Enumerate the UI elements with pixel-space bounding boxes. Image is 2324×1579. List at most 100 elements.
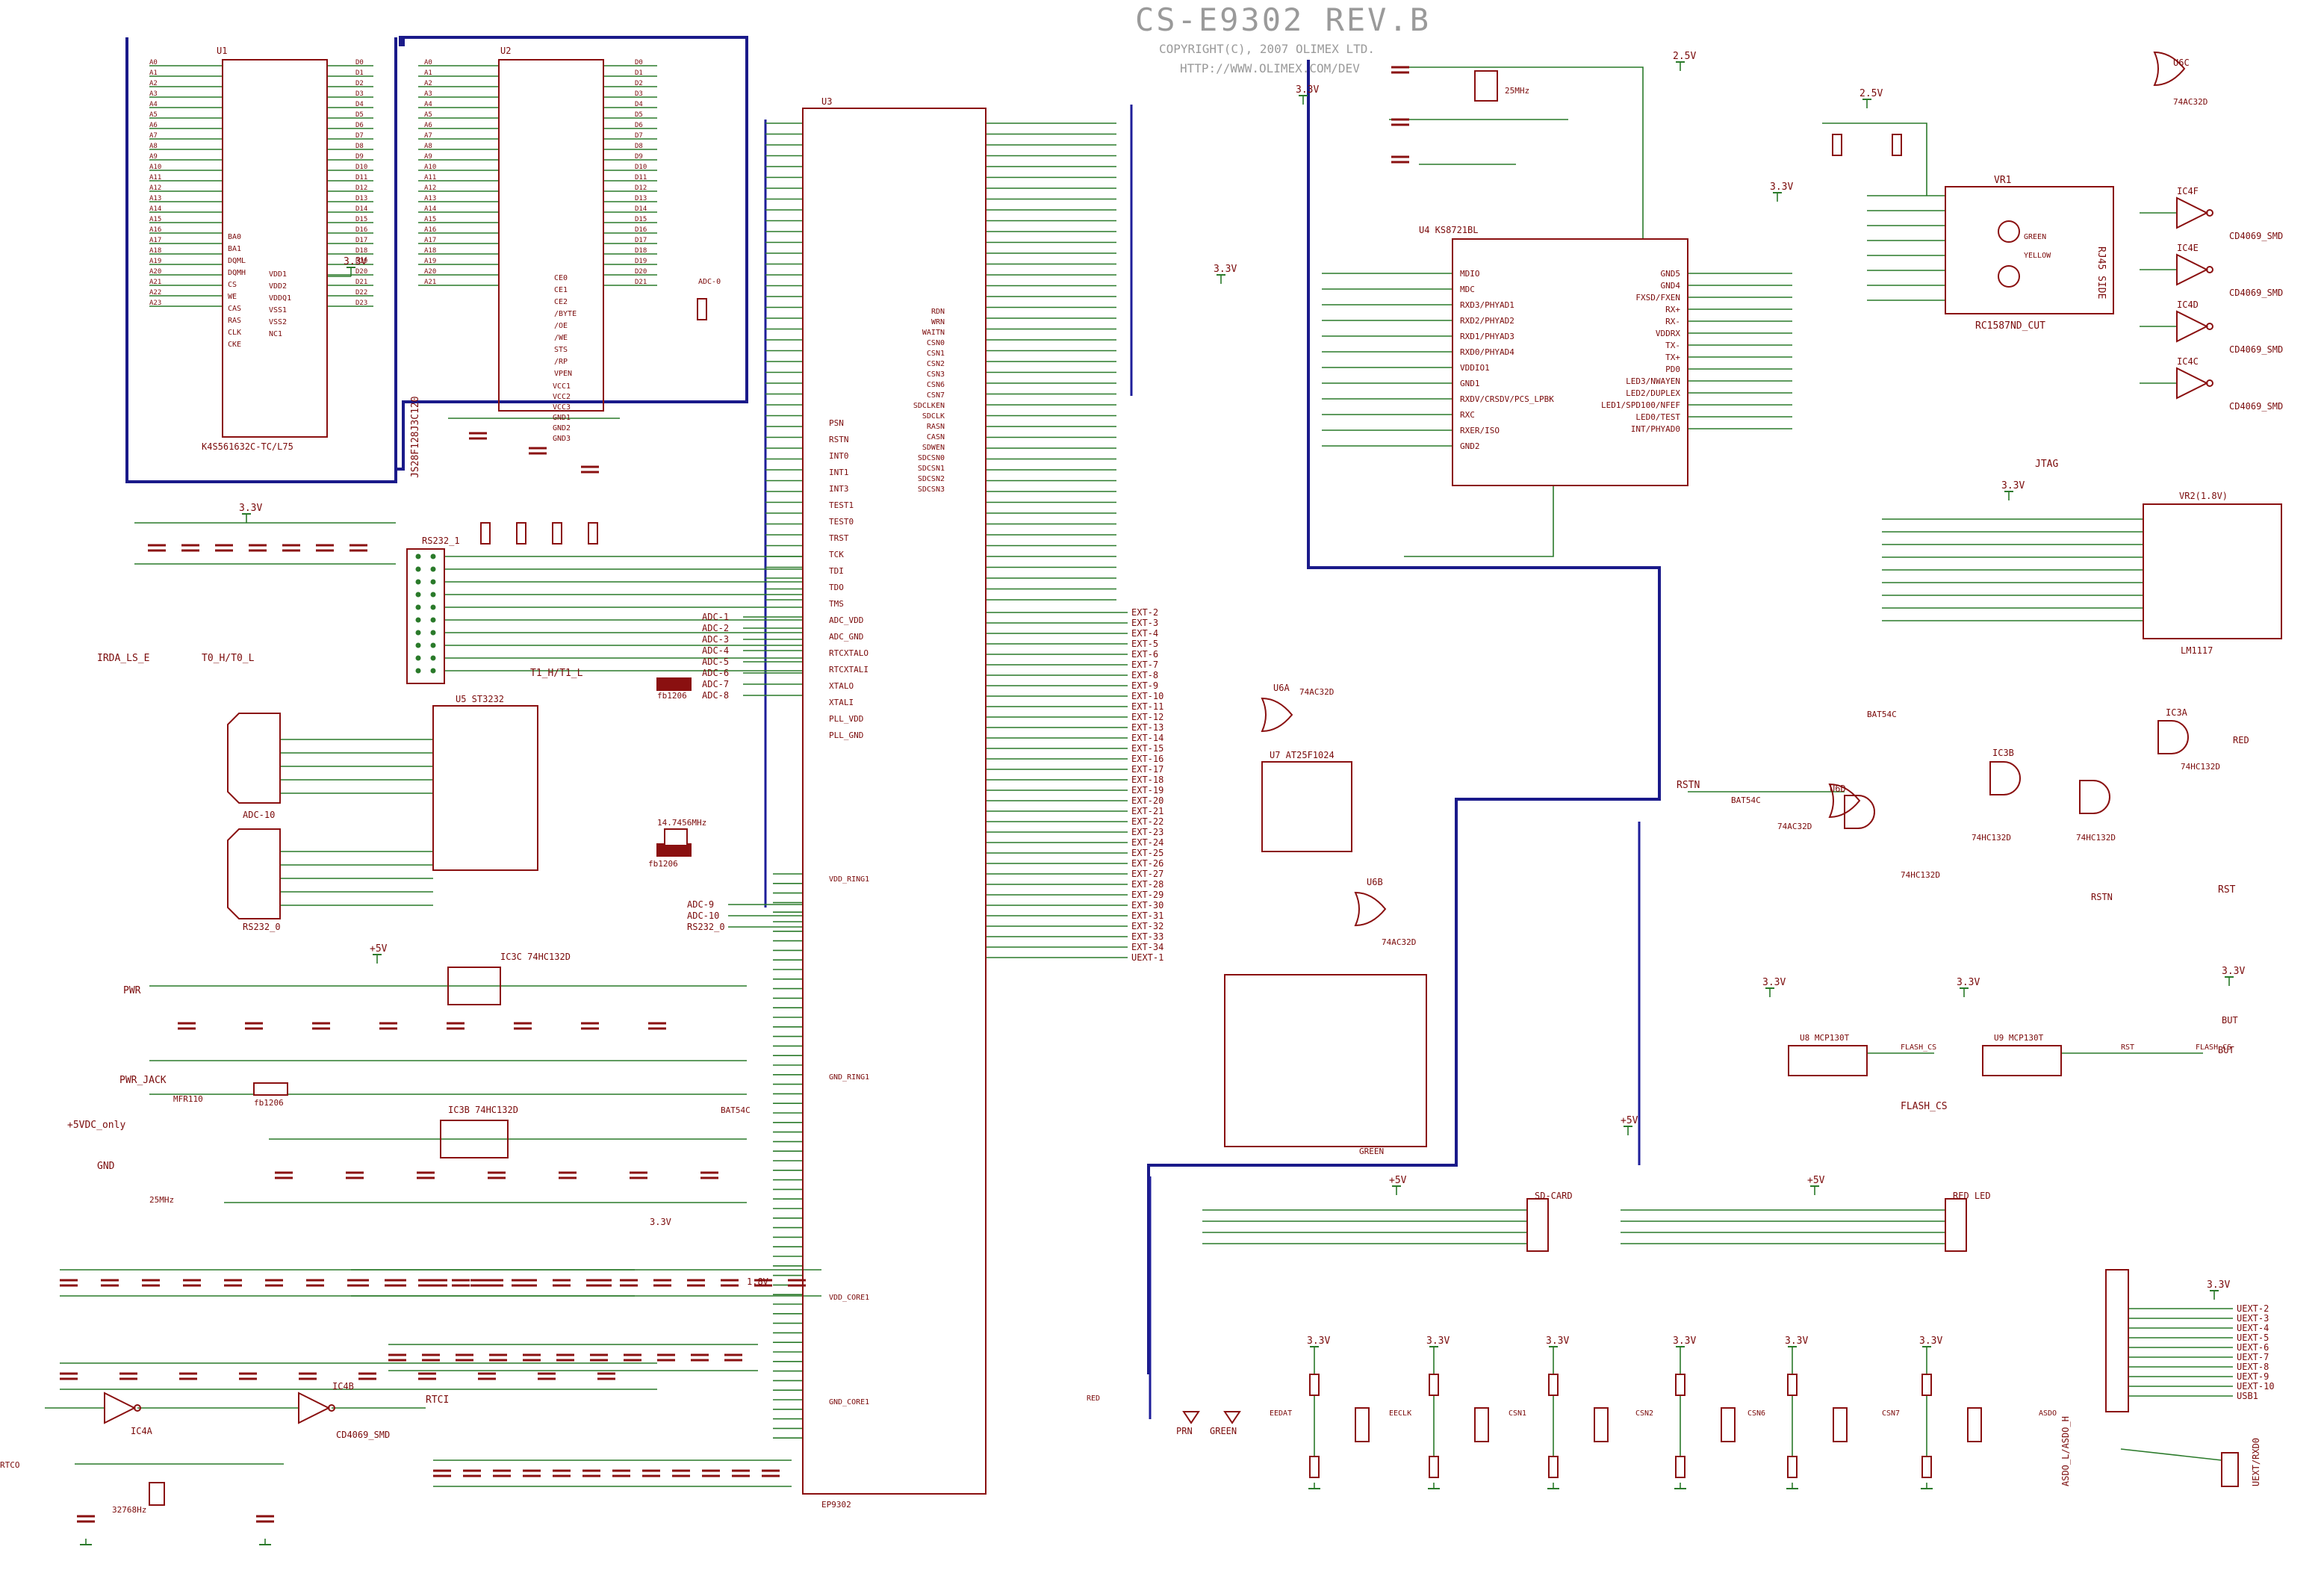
net-label: FLASH_CS — [1901, 1043, 1936, 1052]
part-value: CD4069_SMD — [2229, 231, 2283, 241]
phy-pin: RXD3/PHYAD1 — [1460, 300, 1514, 310]
junction-dot — [430, 630, 436, 636]
net-label: PWR — [123, 985, 141, 996]
red-led-icon — [1182, 1411, 1200, 1424]
pin-name: A4 — [149, 101, 158, 108]
part-value: fb1206 — [648, 859, 678, 869]
nand-ic3b — [1989, 761, 2021, 795]
ext-label: EXT-6 — [1131, 649, 1158, 660]
jack-label: PWR_JACK — [119, 1075, 167, 1086]
lan-bias — [1822, 122, 1927, 196]
junction-dot — [415, 566, 421, 572]
serial-flash-u7 — [1261, 761, 1352, 852]
pin-name: A0 — [149, 59, 158, 66]
inverter-ic4 — [2176, 367, 2209, 400]
u3-pin: VDD_RING1 — [829, 875, 869, 884]
pin-name: A1 — [424, 69, 432, 77]
db9-connector-1 — [227, 828, 281, 919]
flash-pin: VCC2 — [553, 393, 571, 401]
phy-pin: RXD2/PHYAD2 — [1460, 316, 1514, 326]
pin-name: A4 — [424, 101, 432, 108]
phy-pin: RXC — [1460, 410, 1475, 420]
sheet-title: CS-E9302 REV.B — [1135, 1, 1432, 38]
part-ref: U3 — [821, 96, 832, 107]
junction-dot — [415, 604, 421, 610]
phy-pin: GND1 — [1460, 379, 1480, 388]
supervisor-u9 — [1982, 1045, 2062, 1076]
junction-dot — [415, 630, 421, 636]
part-value: fb1206 — [254, 1098, 284, 1108]
led-label: PRN — [1176, 1426, 1193, 1436]
jtag-pullup — [480, 522, 491, 545]
u3-pin: RTCXTALO — [829, 648, 869, 658]
sheet-frames — [125, 36, 1661, 1419]
part-ref: IC3A — [2166, 707, 2188, 718]
db9-connector-0 — [227, 713, 281, 804]
pin-name: D20 — [355, 268, 367, 276]
usb-connector-1 — [1526, 1198, 1549, 1252]
net-label: ADC-0 — [698, 278, 721, 286]
adc-label: ADC-6 — [702, 668, 729, 678]
u3-pin: RSTN — [829, 435, 849, 444]
ext-label: EXT-21 — [1131, 806, 1163, 816]
u3-pin: RTCXTALI — [829, 665, 869, 674]
nand-ic3a — [2157, 720, 2189, 754]
u3-pin: SDCSN0 — [918, 454, 945, 462]
phy-pin: RXD0/PHYAD4 — [1460, 347, 1514, 357]
pin-name: A19 — [149, 258, 161, 265]
phy-pin: VDDIO1 — [1460, 363, 1490, 373]
adc-label: ADC-9 — [687, 899, 714, 910]
led-label: GREEN — [1210, 1426, 1237, 1436]
part-value: CD4069_SMD — [2229, 401, 2283, 412]
u3-pin: ADC_GND — [829, 632, 863, 642]
pin-name: D3 — [635, 90, 643, 98]
pin-name: D20 — [635, 268, 647, 276]
net-label: BUT — [2222, 1015, 2238, 1026]
pin-name: A12 — [424, 184, 436, 192]
inverter-ic4a — [134, 1404, 141, 1412]
flash-pin: /RP — [554, 358, 568, 366]
pin-name: A13 — [149, 195, 161, 202]
pulldown-resistor — [1548, 1456, 1559, 1478]
u3-pin: TEST1 — [829, 500, 854, 510]
ext-label: EXT-2 — [1131, 607, 1158, 618]
part-value: RC1587ND_CUT — [1975, 320, 2045, 332]
part-ref: U1 — [217, 46, 227, 56]
pin-name: A8 — [149, 143, 158, 150]
part-value: fb1206 — [657, 691, 687, 701]
junction-dot — [430, 668, 436, 674]
part-ref: IC3B — [1992, 748, 2014, 758]
net-label: CSN1 — [1509, 1409, 1526, 1418]
pin-name: A14 — [149, 205, 161, 213]
pin-name: A15 — [149, 216, 161, 223]
part-ref: IC3C 74HC132D — [500, 952, 571, 962]
part-value: K4S561632C-TC/L75 — [202, 441, 293, 452]
u3-pin: TMS — [829, 599, 844, 609]
ext-label: EXT-23 — [1131, 827, 1163, 837]
power-label: 3.3V — [1307, 1336, 1330, 1347]
part-value: 74HC132D — [2181, 762, 2220, 772]
part-ref: U6B — [1367, 877, 1383, 887]
jtag-pullup — [588, 522, 598, 545]
net-label: ASDO — [2039, 1409, 2057, 1418]
pin-name: A21 — [149, 279, 161, 286]
pin-name: D11 — [355, 174, 367, 182]
net-label: CSN6 — [1747, 1409, 1765, 1418]
pin-name: D17 — [635, 237, 647, 244]
u3-pin: TDI — [829, 566, 844, 576]
pin-name: D18 — [355, 247, 367, 255]
connector-label: RS232_0 — [243, 922, 281, 932]
inverter-ic4a — [104, 1392, 137, 1424]
pulldown-resistor — [1787, 1456, 1798, 1478]
pin-name: D2 — [355, 80, 364, 87]
net-label: T1_H/T1_L — [530, 668, 583, 679]
part-value: CD4069_SMD — [2229, 344, 2283, 355]
phy-pin: RX- — [1665, 317, 1680, 326]
part-value: EP9302 — [821, 1500, 851, 1510]
sdram-u1 — [222, 59, 328, 438]
pin-name: D17 — [355, 237, 367, 244]
pin-name: D15 — [355, 216, 367, 223]
ext-label: EXT-32 — [1131, 921, 1163, 931]
pin-name: A7 — [424, 132, 432, 140]
phy-pin: LED3/NWAYEN — [1626, 376, 1680, 386]
